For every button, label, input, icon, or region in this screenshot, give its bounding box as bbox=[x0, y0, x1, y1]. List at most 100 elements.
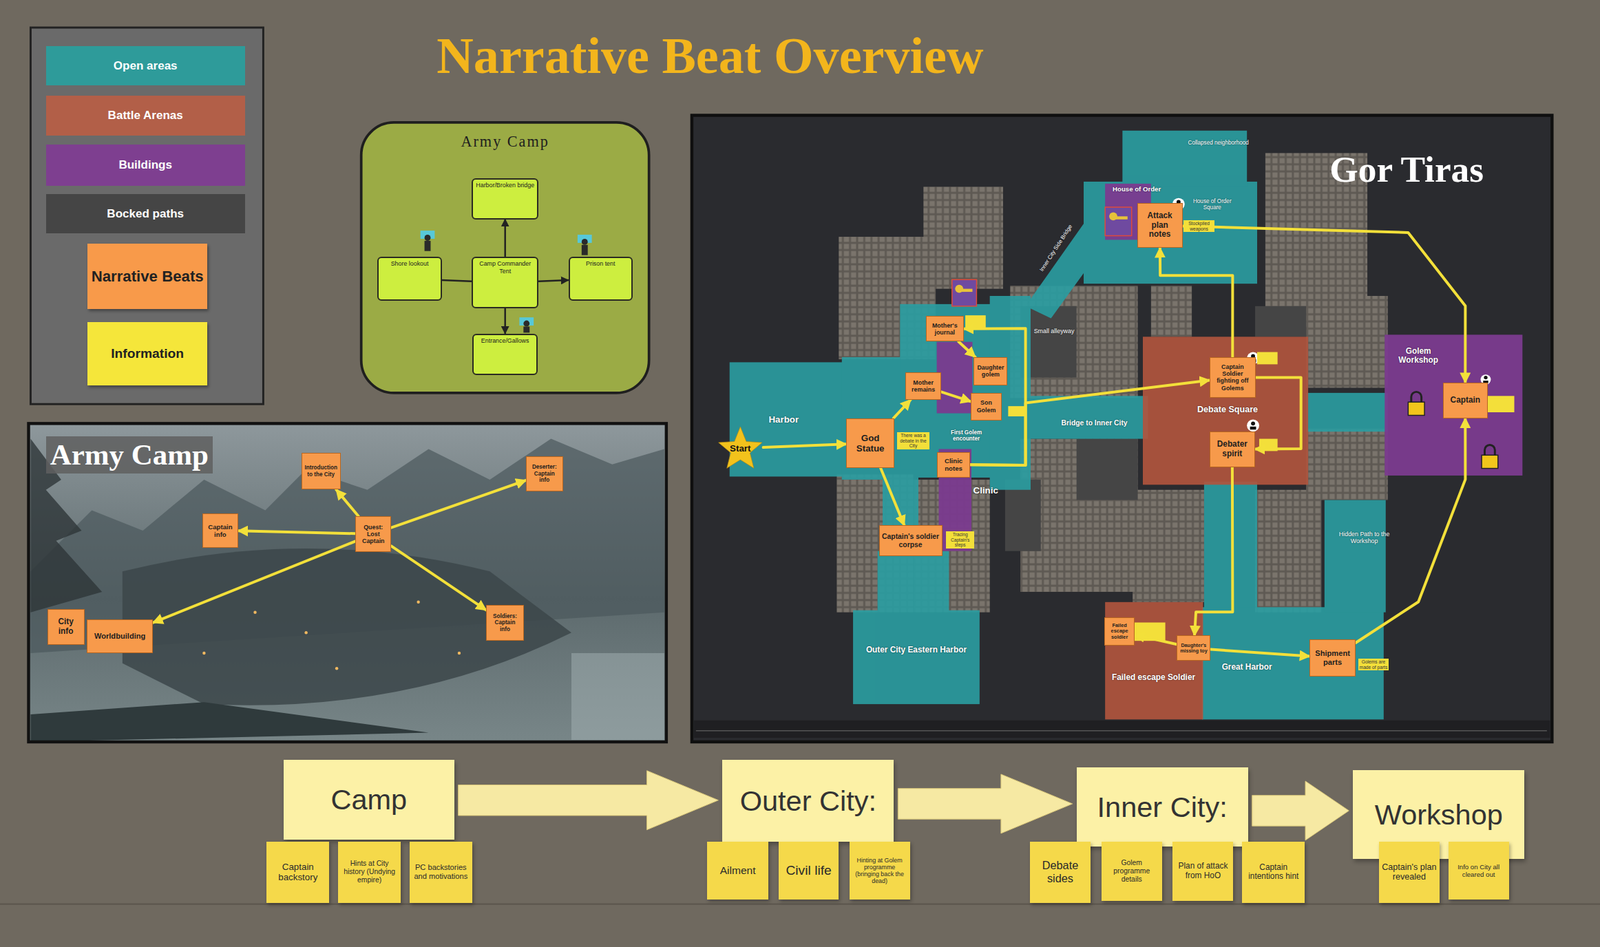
stage-arrow bbox=[897, 774, 1072, 834]
start-star: Start bbox=[717, 425, 764, 472]
story-path bbox=[152, 541, 356, 623]
node-text: Workshop bbox=[1374, 798, 1503, 832]
narrative-beat: Attack plan notes bbox=[1137, 203, 1183, 248]
location-box: Prison tent bbox=[568, 256, 633, 301]
layout-link bbox=[503, 219, 507, 258]
topic-sticky: Captain backstory bbox=[266, 841, 330, 904]
node-text: Camp Commander Tent bbox=[475, 260, 535, 275]
legend-swatch: Open areas bbox=[46, 46, 246, 87]
legend-text: Open areas bbox=[113, 59, 178, 73]
camp-illustration bbox=[28, 423, 667, 743]
node-text: Info on City all cleared out bbox=[1451, 863, 1507, 879]
narrative-beat: Captain info bbox=[202, 513, 239, 549]
story-path bbox=[391, 545, 487, 610]
location-box: Harbor/Broken bridge bbox=[471, 178, 539, 219]
area-name: Collapsed neighborhood bbox=[1186, 139, 1251, 146]
topic-sticky: Plan of attack from HoO bbox=[1172, 841, 1234, 902]
narrative-beat: Deserter: Captain info bbox=[525, 456, 564, 493]
area-name: Great Harbor bbox=[1210, 662, 1284, 672]
narrative-beat: Captain's soldier corpse bbox=[879, 525, 943, 556]
node-text: Camp bbox=[330, 783, 407, 817]
story-path bbox=[391, 480, 526, 529]
narrative-beat: Worldbuilding bbox=[86, 619, 153, 654]
narrative-beat: Introduction to the City bbox=[301, 453, 341, 490]
narrative-beat: Shipment parts bbox=[1309, 639, 1356, 677]
area-name: Inner City Side Bridge bbox=[1034, 216, 1079, 280]
node-text: Clinic notes bbox=[939, 457, 968, 473]
info-note: There was a debate in the City bbox=[897, 432, 930, 449]
node-text: Soldiers: Captain info bbox=[488, 613, 522, 633]
figure-icons bbox=[420, 230, 593, 333]
story-path bbox=[880, 468, 904, 526]
info-note: Stockpiled weapons bbox=[1183, 220, 1214, 233]
node-text: Son Golem bbox=[973, 399, 999, 414]
node-text: Daughter golem bbox=[976, 364, 1005, 378]
topic-sticky: Captain's plan revealed bbox=[1379, 841, 1440, 904]
area-name: First Golem encounter bbox=[941, 429, 993, 442]
area-name: Hidden Path to the Workshop bbox=[1324, 531, 1405, 546]
camp-layout-panel: Army CampHarbor/Broken bridgeShore looko… bbox=[361, 122, 650, 394]
story-path bbox=[1134, 634, 1177, 645]
area-name: Bridge to Inner City bbox=[1051, 419, 1139, 428]
node-text: Failed escape soldier bbox=[1107, 623, 1132, 641]
camp-panel bbox=[361, 122, 650, 394]
narrative-beat: Daughter golem bbox=[973, 357, 1008, 387]
story-path bbox=[1355, 418, 1466, 644]
story-path bbox=[238, 530, 356, 534]
topic-sticky: Civil life bbox=[778, 841, 839, 900]
rule-line bbox=[0, 903, 1600, 906]
location-box: Entrance/Gallows bbox=[472, 333, 538, 376]
area-name: Golem Workshop bbox=[1390, 346, 1448, 366]
node-text: Golem programme details bbox=[1104, 859, 1160, 884]
panel-title: Gor Tiras bbox=[1329, 148, 1524, 191]
story-path bbox=[893, 400, 911, 419]
narrative-beat: Failed escape soldier bbox=[1104, 617, 1135, 647]
area-name: Outer City Eastern Harbor bbox=[855, 645, 978, 655]
story-path bbox=[941, 391, 971, 402]
node-text: Worldbuilding bbox=[94, 632, 146, 641]
node-text: Hinting at Golem programme (bringing bac… bbox=[852, 857, 908, 886]
area-name: Debate Square bbox=[1185, 404, 1270, 415]
node-text: Daughter's missing toy bbox=[1179, 643, 1208, 655]
narrative-beat: Soldiers: Captain info bbox=[486, 605, 524, 641]
topic-sticky: PC backstories and motivations bbox=[409, 841, 473, 904]
narrative-beat: City info bbox=[47, 609, 85, 646]
legend-swatch: Buildings bbox=[46, 144, 246, 186]
info-note: Tracing Captain's steps bbox=[945, 531, 975, 549]
node-text: Mother's journal bbox=[928, 322, 962, 336]
node-text: Captain intentions hint bbox=[1244, 863, 1302, 882]
node-text: Captain Soldier fighting off Golems bbox=[1212, 363, 1254, 392]
node-text: Outer City: bbox=[740, 784, 877, 818]
narrative-beat: Mother's journal bbox=[925, 316, 964, 342]
story-path bbox=[1255, 377, 1302, 449]
node-text: Mother remains bbox=[908, 379, 939, 394]
node-text: Captain bbox=[1450, 395, 1481, 406]
layout-link bbox=[503, 308, 507, 334]
topic-sticky: Hints at City history (Undying empire) bbox=[338, 841, 401, 904]
area-name: House of Order bbox=[1108, 185, 1166, 194]
narrative-beat: Mother remains bbox=[905, 372, 942, 400]
stage-sticky: Camp bbox=[283, 760, 455, 840]
node-text: Inner City: bbox=[1097, 791, 1228, 825]
diagram-title: Narrative Beat Overview bbox=[436, 26, 984, 86]
legend-text: Information bbox=[110, 346, 184, 362]
stage-sticky: Outer City: bbox=[722, 760, 894, 842]
narrative-beat: Daughter's missing toy bbox=[1176, 635, 1211, 661]
topic-sticky: Captain intentions hint bbox=[1241, 841, 1305, 904]
story-path bbox=[970, 380, 1210, 466]
node-text: God Statue bbox=[848, 433, 892, 455]
node-text: Captain info bbox=[205, 523, 236, 539]
area-name: Small alleyway bbox=[1032, 328, 1076, 336]
layout-link bbox=[441, 280, 472, 282]
node-text: Shore lookout bbox=[391, 260, 429, 268]
location-box: Camp Commander Tent bbox=[471, 256, 539, 308]
node-text: PC backstories and motivations bbox=[412, 863, 470, 882]
narrative-beat: God Statue bbox=[846, 418, 895, 469]
story-path bbox=[1160, 247, 1234, 358]
node-text: Debate sides bbox=[1032, 859, 1088, 885]
legend-text: Narrative Beats bbox=[91, 267, 204, 286]
city-map bbox=[691, 115, 1552, 743]
node-text: Attack plan notes bbox=[1140, 211, 1181, 240]
layout-link bbox=[538, 280, 568, 282]
topic-sticky: Hinting at Golem programme (bringing bac… bbox=[849, 841, 911, 900]
